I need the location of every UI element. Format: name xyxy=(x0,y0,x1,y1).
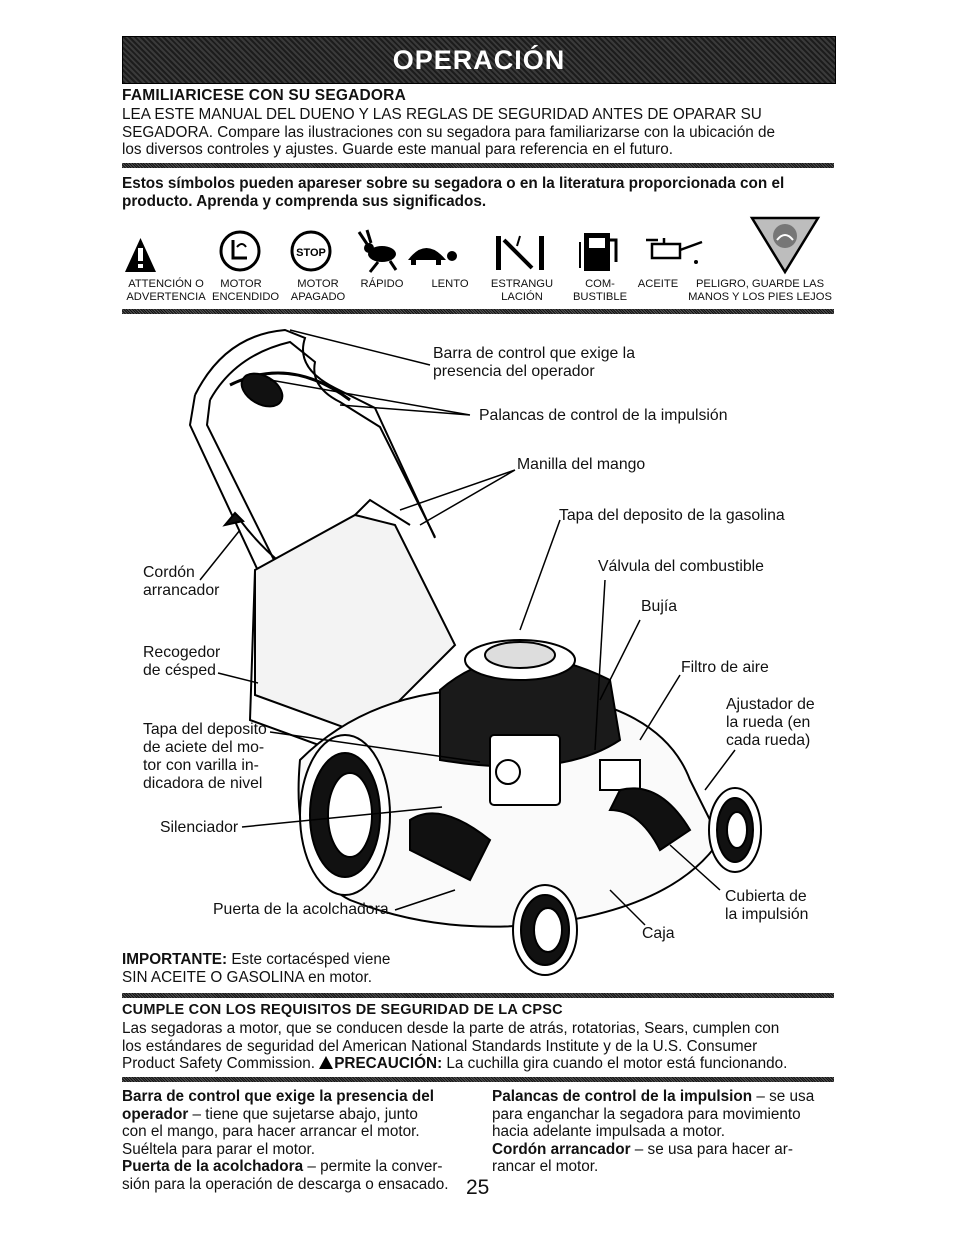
divider xyxy=(122,163,834,168)
definitions-right: Palancas de control de la impulsion – se… xyxy=(492,1088,832,1176)
cpsc-line: los estándares de seguridad del American… xyxy=(122,1037,758,1055)
callout-drive-levers: Palancas de control de la impulsión xyxy=(479,407,728,424)
cpsc-heading: CUMPLE CON LOS REQUISITOS DE SEGURIDAD D… xyxy=(122,1002,563,1018)
callout-air-filter: Filtro de aire xyxy=(681,659,769,676)
symbol-label: MOTOR ENCENDIDO xyxy=(212,278,280,303)
symbols-intro-line: Estos símbolos pueden apareser sobre su … xyxy=(122,175,785,192)
divider xyxy=(122,993,834,998)
symbol-label: COM- BUSTIBLE xyxy=(572,278,628,303)
definition-text: Suéltela para parar el motor. xyxy=(122,1140,316,1158)
banner-title: OPERACIÓN xyxy=(392,44,566,75)
cpsc-line: Las segadoras a motor, que se conducen d… xyxy=(122,1020,780,1037)
callout-handle: Manilla del mango xyxy=(517,456,646,473)
callout-starter-cord: Cordón arrancador xyxy=(143,564,220,599)
definition-term: Barra de control que exige la presencia … xyxy=(122,1088,435,1105)
page-number: 25 xyxy=(466,1176,490,1199)
cpsc-line: Product Safety Commission. xyxy=(122,1055,320,1073)
rabbit-icon xyxy=(357,229,398,273)
definition-text: – se usa xyxy=(752,1088,815,1105)
caution-icon xyxy=(319,1056,334,1070)
symbols-row: STOP xyxy=(125,216,821,275)
definition-text: hacia adelante impulsada a motor. xyxy=(492,1123,726,1141)
fuel-pump-icon xyxy=(579,233,618,271)
symbol-label: ATTENCIÓN O ADVERTENCIA xyxy=(126,278,206,303)
intro-line: LEA ESTE MANUAL DEL DUENO Y LAS REGLAS D… xyxy=(122,106,762,123)
definitions-left: Barra de control que exige la presencia … xyxy=(122,1088,462,1194)
hand-danger-icon xyxy=(749,216,821,275)
warning-triangle-icon xyxy=(125,238,156,272)
definition-term: Cordón arrancador xyxy=(492,1140,631,1158)
turtle-icon xyxy=(408,248,457,265)
caution-label: PRECAUCIÓN: xyxy=(334,1055,443,1073)
symbol-label: MOTOR APAGADO xyxy=(290,278,346,303)
symbol-label: ACEITE xyxy=(637,278,679,290)
callout-spark-plug: Bujía xyxy=(641,598,678,615)
section-banner: OPERACIÓN xyxy=(122,36,836,84)
stop-text: STOP xyxy=(296,247,326,259)
symbols-intro: Estos símbolos pueden apareser sobre su … xyxy=(122,175,842,210)
divider xyxy=(122,1077,834,1082)
definition-text: rancar el motor. xyxy=(492,1158,599,1176)
callout-housing: Caja xyxy=(642,925,675,942)
oil-can-icon xyxy=(646,238,703,264)
callout-wheel-adjuster: Ajustador de la rueda (en cada rueda) xyxy=(726,696,815,749)
intro-heading: FAMILIARICESE CON SU SEGADORA xyxy=(122,87,406,104)
callout-fuel-cap: Tapa del deposito de la gasolina xyxy=(559,507,785,524)
callout-mulch-door: Puerta de la acolchadora xyxy=(213,901,389,918)
definition-text: – tiene que sujetarse abajo, junto xyxy=(188,1105,418,1123)
important-text: Este cortacésped viene xyxy=(227,951,391,968)
important-note: IMPORTANTE: Este cortacésped viene SIN A… xyxy=(122,951,422,986)
callout-drive-cover: Cubierta de la impulsión xyxy=(725,888,809,923)
symbols-intro-line: producto. Aprenda y comprenda sus signif… xyxy=(122,192,487,210)
definition-text: – permite la conver- xyxy=(303,1158,443,1176)
symbol-label: PELIGRO, GUARDE LAS MANOS Y LOS PIES LEJ… xyxy=(688,278,832,303)
important-label: IMPORTANTE: xyxy=(122,951,228,968)
definition-text: sión para la operación de descarga o ens… xyxy=(122,1175,449,1193)
intro-line: los diversos controles y ajustes. Guarde… xyxy=(122,141,673,159)
divider xyxy=(122,309,834,314)
symbol-label: LENTO xyxy=(431,278,469,290)
intro-text: LEA ESTE MANUAL DEL DUENO Y LAS REGLAS D… xyxy=(122,106,842,159)
definition-term: operador xyxy=(122,1105,189,1123)
lawn-mower-illustration xyxy=(188,328,762,976)
definition-text: con el mango, para hacer arrancar el mot… xyxy=(122,1123,420,1141)
engine-stop-icon: STOP xyxy=(290,230,332,272)
choke-icon xyxy=(496,235,544,270)
engine-on-icon xyxy=(219,230,261,272)
important-text: SIN ACEITE O GASOLINA en motor. xyxy=(122,968,372,986)
intro-line: SEGADORA. Compare las ilustraciones con … xyxy=(122,123,775,141)
definition-text: para enganchar la segadora para movimien… xyxy=(492,1105,801,1123)
definition-term: Palancas de control de la impulsion xyxy=(492,1088,753,1105)
cpsc-line: La cuchilla gira cuando el motor está fu… xyxy=(442,1055,788,1073)
cpsc-text: Las segadoras a motor, que se conducen d… xyxy=(122,1020,842,1073)
callout-operator-bar: Barra de control que exige la presencia … xyxy=(433,345,635,380)
callout-muffler: Silenciador xyxy=(160,819,239,836)
callout-oil-cap: Tapa del deposito de aciete del mo- tor … xyxy=(143,721,267,792)
symbol-label: ESTRANGU LACIÓN xyxy=(490,278,554,303)
callout-grass-catcher: Recogedor de césped xyxy=(143,644,221,679)
callout-fuel-valve: Válvula del combustible xyxy=(598,558,764,575)
definition-text: – se usa para hacer ar- xyxy=(630,1140,793,1158)
symbol-label: RÁPIDO xyxy=(360,278,404,290)
definition-term: Puerta de la acolchadora xyxy=(122,1158,304,1176)
